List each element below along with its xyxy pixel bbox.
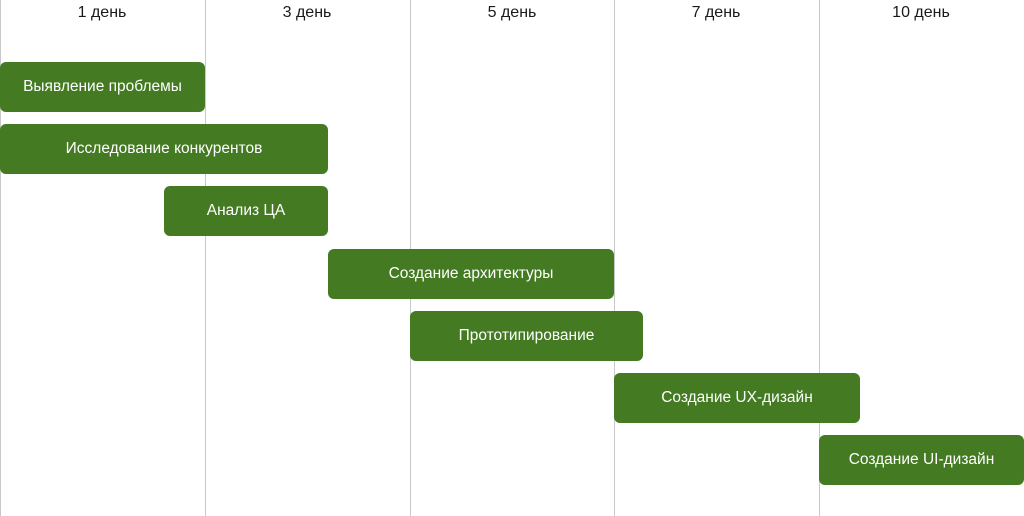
task-bar: Исследование конкурентов: [0, 124, 328, 174]
column-label: 5 день: [487, 4, 537, 21]
task-label: Создание UX-дизайн: [661, 389, 813, 406]
task-label: Анализ ЦА: [206, 202, 286, 219]
task-bar: Анализ ЦА: [164, 186, 328, 236]
task-bar: Создание UX-дизайн: [614, 373, 860, 423]
task-label: Прототипирование: [458, 327, 595, 344]
column-divider: [819, 0, 820, 516]
task-label: Выявление проблемы: [23, 78, 182, 95]
column-label: 3 день: [282, 4, 332, 21]
task-label: Создание архитектуры: [388, 265, 554, 282]
task-bar: Создание архитектуры: [328, 249, 614, 299]
task-label: Исследование конкурентов: [65, 140, 263, 157]
column-divider: [614, 0, 615, 516]
task-label: Создание UI-дизайн: [848, 451, 995, 468]
column-divider: [0, 0, 1, 516]
column-label: 10 день: [892, 4, 950, 21]
task-bar: Выявление проблемы: [0, 62, 205, 112]
task-bar: Прототипирование: [410, 311, 643, 361]
column-label: 1 день: [77, 4, 127, 21]
column-label: 7 день: [691, 4, 741, 21]
task-bar: Создание UI-дизайн: [819, 435, 1024, 485]
column-divider: [205, 0, 206, 516]
